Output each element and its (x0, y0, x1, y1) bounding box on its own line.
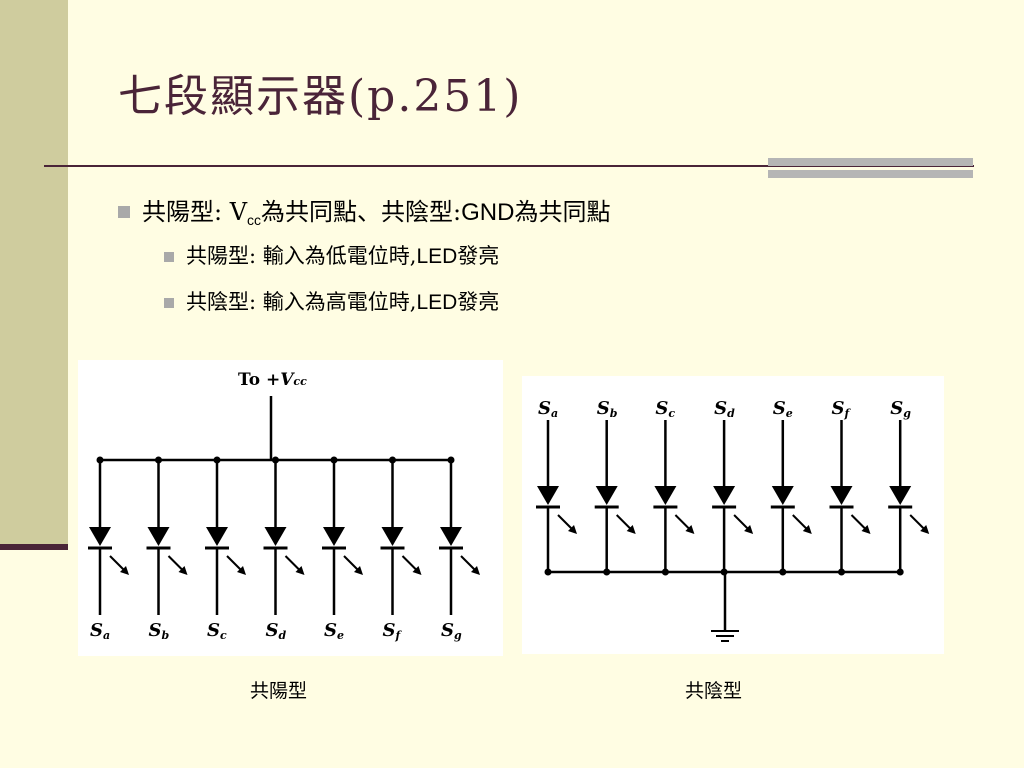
title-underline (44, 165, 974, 167)
cathode-pin-label: Sd (714, 398, 735, 420)
accent-bar-top (768, 158, 973, 166)
bullet-sub-cathode-prefix: 共陰型: 輸入為高電位時, (186, 290, 417, 314)
anode-pin-label: Sc (207, 620, 227, 642)
cathode-pin-label: Sc (655, 398, 675, 420)
left-decor-band (0, 0, 68, 548)
cathode-pin-label: Se (773, 398, 793, 420)
common-anode-diagram: To +Vcc Sa Sb Sc Sd Se Sf Sg (78, 360, 503, 656)
bullet-main-text-4: 為共同點 (514, 198, 611, 226)
caption-common-cathode: 共陰型 (685, 680, 743, 702)
led-anode-g: Sg (439, 456, 480, 642)
ground-icon (711, 630, 739, 642)
bullet-square-icon (118, 206, 130, 218)
vcc-label: To +Vcc (238, 370, 307, 390)
led-cathode-g: Sg (888, 398, 930, 576)
led-cathode-e: Se (770, 398, 812, 576)
bullet-main-text-2: 為共同點、共陰型: (261, 198, 462, 226)
bullet-main-subscript: cc (247, 212, 262, 228)
led-cathode-c: Sc (653, 398, 695, 576)
cathode-pin-label: Sg (890, 398, 911, 420)
anode-pin-label: Se (324, 620, 344, 642)
led-cathode-f: Sf (829, 398, 871, 576)
led-anode-b: Sb (146, 456, 188, 642)
left-band-rule (0, 544, 68, 550)
common-anode-circuit: To +Vcc Sa Sb Sc Sd Se Sf Sg (88, 370, 480, 642)
bullet-sub-cathode-led: LED (416, 291, 458, 314)
anode-pin-label: Sb (149, 620, 170, 642)
led-cathode-b: Sb (594, 398, 636, 576)
bullet-sub-anode-prefix: 共陽型: 輸入為低電位時, (186, 244, 417, 268)
cathode-pin-label: Sf (832, 398, 852, 420)
anode-pin-label: Sa (90, 620, 110, 642)
accent-bar-bottom (768, 170, 973, 178)
bullet-sub-anode-suffix: 發亮 (457, 244, 500, 268)
led-anode-d: Sd (263, 456, 305, 642)
bullet-square-icon (164, 298, 174, 308)
led-cathode-d: Sd (712, 398, 754, 576)
bullet-sub-cathode-suffix: 發亮 (457, 290, 500, 314)
cathode-pin-label: Sb (597, 398, 618, 420)
led-anode-c: Sc (205, 456, 246, 642)
led-anode-f: Sf (380, 456, 422, 642)
bullet-square-icon (164, 252, 174, 262)
caption-common-anode: 共陽型 (250, 680, 308, 702)
anode-pin-label: Sg (441, 620, 462, 642)
anode-pin-label: Sf (383, 620, 403, 642)
led-anode-a: Sa (88, 456, 129, 642)
led-cathode-a: Sa (536, 398, 577, 576)
slide-title: 七段顯示器(p.251) (118, 71, 523, 122)
bullet-sub-anode-led: LED (416, 245, 458, 268)
common-cathode-diagram: Sa Sb Sc Sd Se Sf Sg (522, 376, 944, 654)
bullet-main-text-1: 共陽型: V (142, 198, 248, 226)
anode-pin-label: Sd (266, 620, 287, 642)
bullet-main-gnd: GND (461, 199, 515, 226)
cathode-pin-label: Sa (538, 398, 558, 420)
led-anode-e: Se (322, 456, 363, 642)
common-cathode-circuit: Sa Sb Sc Sd Se Sf Sg (536, 398, 930, 642)
